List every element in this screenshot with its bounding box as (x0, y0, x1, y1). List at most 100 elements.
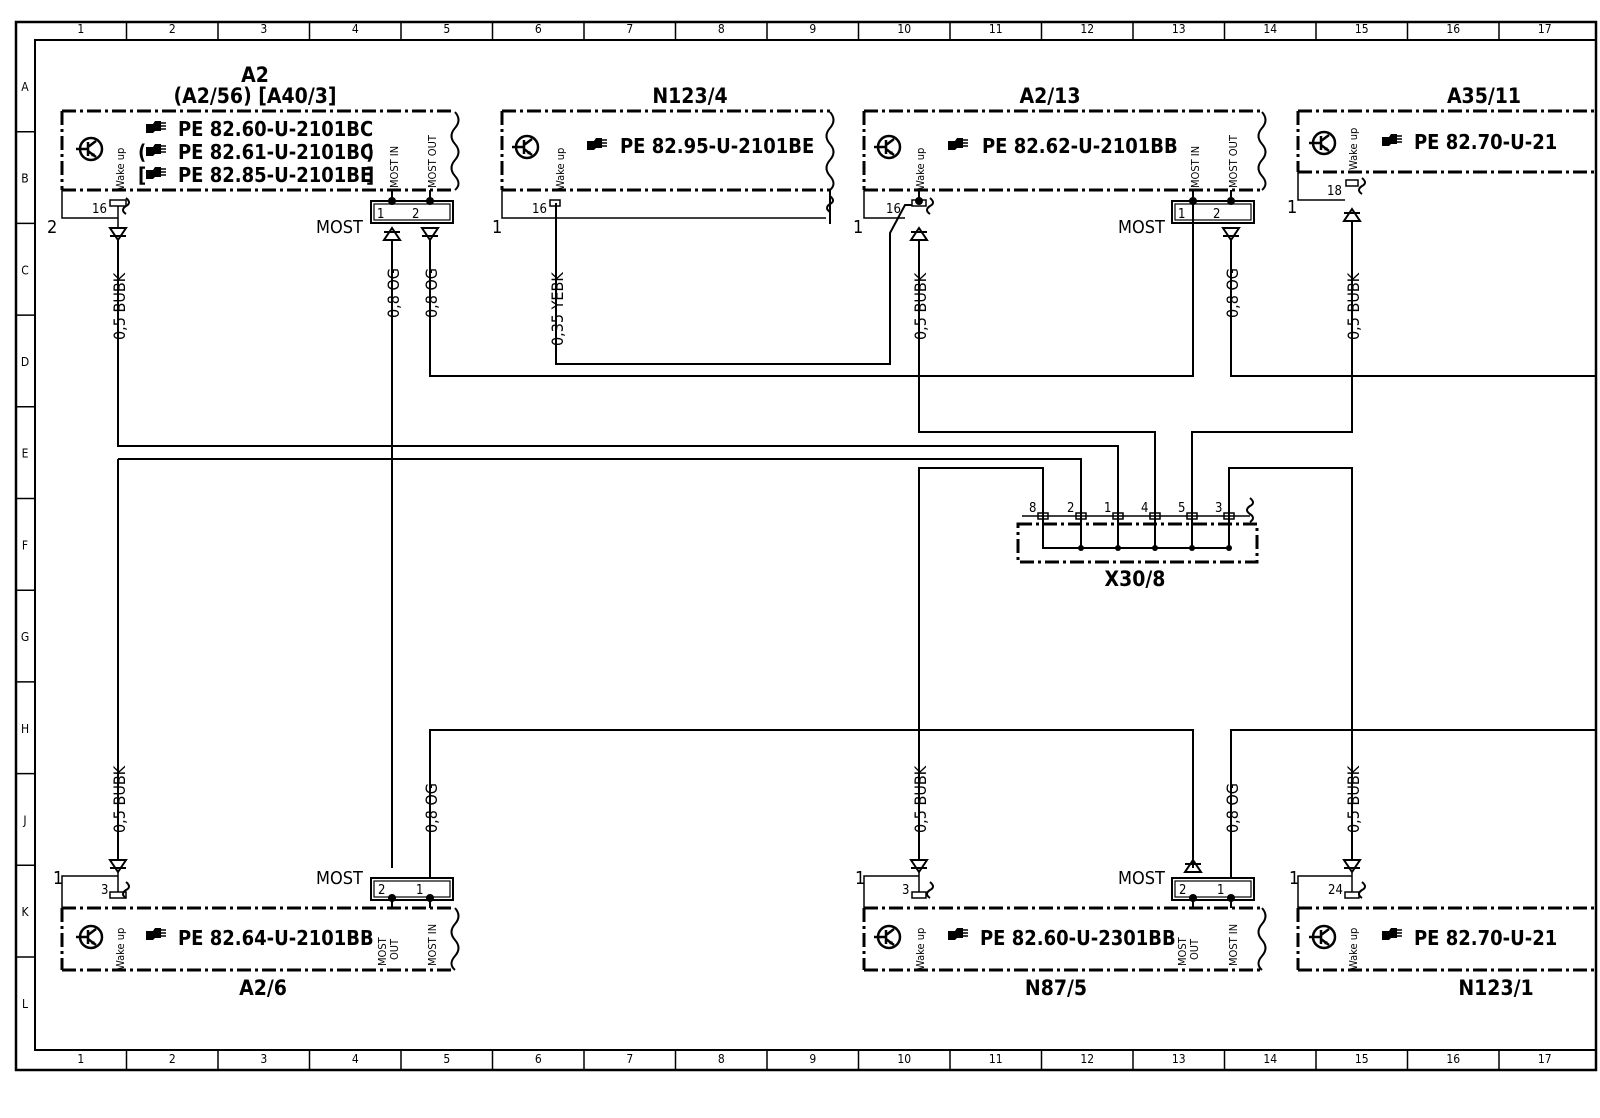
ecu-icon (872, 134, 902, 160)
n123-4-wake-pin: 16 (532, 202, 547, 217)
component-n123-1[interactable]: 24 1 Wake up PE 82.70-U-21 N123/1 (1289, 859, 1596, 1000)
grid-column-label: 1 (77, 1052, 84, 1066)
wire-label: 0,5 BUBK (1344, 272, 1363, 340)
book-ref-icon (1381, 133, 1403, 147)
book-ref-icon (947, 927, 969, 941)
grid-column-label: 11 (989, 22, 1003, 36)
ecu-icon (74, 924, 104, 950)
n87-5-label: N87/5 (1025, 976, 1087, 1000)
book-ref-icon (145, 166, 167, 180)
ecu-icon (872, 924, 902, 950)
frame (14, 20, 1598, 1072)
upper-wires (117, 201, 1596, 868)
component-n87-5[interactable]: 3 1 2 1 MOST Wake up PE 82.60-U-2301BB M… (855, 859, 1267, 1000)
grid-column-label: 13 (1172, 22, 1186, 36)
a2-6-ground-pin: 1 (53, 868, 63, 889)
grid-column-label: 1 (77, 22, 84, 36)
n123-4-ground-pin: 1 (492, 217, 502, 238)
a2-13-label: A2/13 (1020, 84, 1081, 108)
arrow-down-icon (421, 227, 439, 241)
n87-5-most-pin-2: 2 (1179, 883, 1186, 898)
a2-6-most-out-a: MOST (376, 936, 389, 966)
component-n123-4[interactable]: N123/4 Wake up PE 82.95-U-2101BE 16 1 (492, 84, 835, 238)
n87-5-most-pin-1: 1 (1217, 883, 1224, 898)
grid-column-label: 12 (1080, 22, 1094, 36)
component-a2[interactable]: A2 (A2/56) [A40/3] Wake up PE 82.60-U-21… (47, 63, 460, 241)
a35-11-wake-up: Wake up (1347, 128, 1360, 170)
n87-5-wake-up: Wake up (914, 928, 927, 970)
a2-wake-up: Wake up (114, 148, 127, 190)
ecu-icon (74, 136, 104, 162)
arrow-up-icon (910, 227, 928, 241)
grid-row-label: C (21, 263, 29, 277)
grid-row-label: F (22, 538, 28, 552)
a2-13-most-pin-1: 1 (1178, 207, 1185, 222)
n123-1-wake-up: Wake up (1347, 928, 1360, 970)
grid-column-label: 5 (443, 22, 450, 36)
grid-row-label: B (21, 172, 28, 186)
wire-label: 0,5 BUBK (110, 272, 129, 340)
x30-8-label: X30/8 (1105, 567, 1166, 591)
grid-row-label: A (21, 80, 29, 94)
arrow-down-icon (1343, 859, 1361, 873)
x30-8-pin-label: 5 (1178, 501, 1185, 516)
n123-4-wake-up: Wake up (554, 148, 567, 190)
grid-column-label: 10 (897, 22, 911, 36)
n123-4-label: N123/4 (652, 84, 727, 108)
grid-column-label: 16 (1446, 22, 1460, 36)
n87-5-most-in: MOST IN (1227, 924, 1240, 966)
wire-label: 0,8 OG (1223, 268, 1242, 318)
arrow-down-icon (109, 227, 127, 241)
a2-label: A2 (241, 63, 269, 87)
grid-column-label: 14 (1263, 1052, 1277, 1066)
ecu-icon (1307, 924, 1337, 950)
a2-6-ref: PE 82.64-U-2101BB (178, 926, 374, 950)
grid-column-label: 15 (1355, 22, 1369, 36)
wire-label: 0,8 OG (422, 783, 441, 833)
a2-13-wake-pin: 16 (886, 202, 901, 217)
a2-6-wake-pin: 3 (101, 883, 108, 898)
grid-row-label: E (22, 447, 29, 461)
book-ref-icon (586, 137, 608, 151)
n87-5-wake-pin: 3 (902, 883, 909, 898)
a2-ref-2: PE 82.61-U-2101BC (178, 140, 373, 164)
a35-11-ground-pin: 1 (1287, 197, 1297, 218)
wire-label: 0,8 OG (422, 268, 441, 318)
grid-column-label: 2 (169, 22, 176, 36)
n123-1-ground-pin: 1 (1289, 868, 1299, 889)
component-a35-11[interactable]: A35/11 Wake up PE 82.70-U-21 18 1 (1287, 84, 1596, 222)
a2-13-most-pin-2: 2 (1213, 207, 1220, 222)
grid-column-label: 4 (352, 1052, 359, 1066)
n123-1-label: N123/1 (1458, 976, 1533, 1000)
a2-most-in: MOST IN (388, 146, 401, 188)
ecu-icon (510, 134, 540, 160)
component-a2-13[interactable]: A2/13 Wake up PE 82.62-U-2101BB MOST IN … (853, 84, 1267, 241)
grid-row-label: J (22, 813, 26, 827)
grid-column-label: 16 (1446, 1052, 1460, 1066)
grid-column-label: 17 (1538, 22, 1552, 36)
a2-sublabel: (A2/56) [A40/3] (173, 84, 336, 108)
ecu-icon (1307, 130, 1337, 156)
x30-8-pin-label: 1 (1104, 501, 1111, 516)
arrow-down-icon (910, 859, 928, 873)
grid-column-label: 3 (260, 22, 267, 36)
a2-6-most-in: MOST IN (426, 924, 439, 966)
x30-8-pin-label: 8 (1029, 501, 1036, 516)
wire-label: 0,5 BUBK (911, 272, 930, 340)
wire-label: 0,8 OG (384, 268, 403, 318)
grid-column-label: 9 (809, 22, 816, 36)
grid-column-label: 6 (535, 22, 542, 36)
arrow-down-icon (109, 859, 127, 873)
grid-column-label: 6 (535, 1052, 542, 1066)
x30-8-bridge-node (1226, 545, 1232, 551)
a2-6-most-pin-1: 1 (416, 883, 423, 898)
wire-labels: 0,5 BUBK 0,8 OG 0,8 OG 0,35 YEBK 0,5 BUB… (110, 268, 1363, 833)
book-ref-icon (145, 927, 167, 941)
component-a2-6[interactable]: 3 1 2 1 MOST Wake up PE 82.64-U-2101BB M… (53, 859, 460, 1000)
svg-text:(: ( (138, 140, 146, 164)
book-ref-icon (145, 143, 167, 157)
a2-6-label: A2/6 (239, 976, 287, 1000)
x30-8-bridge-node (1189, 545, 1195, 551)
grid-column-label: 2 (169, 1052, 176, 1066)
